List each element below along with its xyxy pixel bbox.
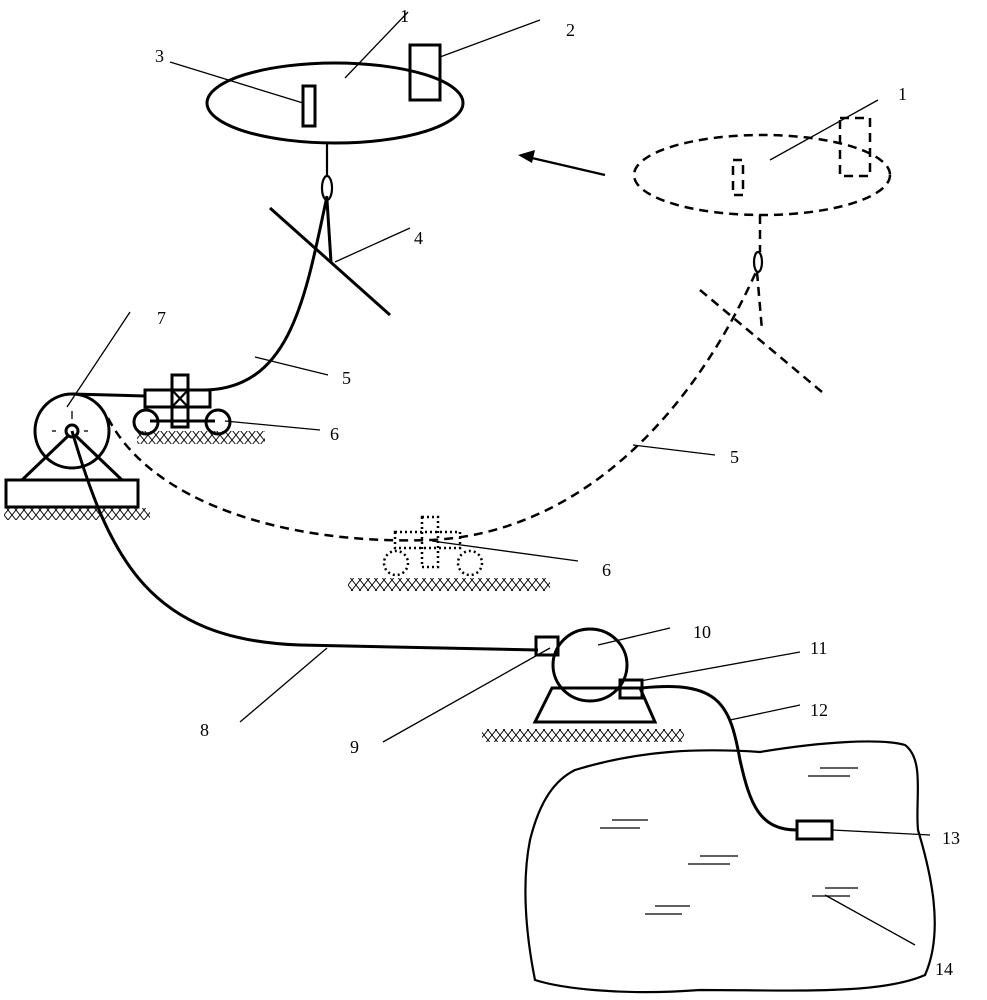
hose-8 [72, 431, 538, 650]
movement-arrow-icon [518, 150, 605, 175]
label-3: 3 [155, 46, 164, 66]
label-6: 6 [330, 424, 339, 444]
label-7: 7 [157, 308, 166, 328]
label-5-dashed: 5 [730, 447, 739, 467]
water-body [525, 741, 934, 992]
pump [482, 629, 684, 742]
label-14: 14 [935, 959, 953, 979]
kite-solid [270, 200, 390, 315]
label-6-dashed: 6 [602, 560, 611, 580]
label-12: 12 [810, 700, 828, 720]
label-4: 4 [414, 228, 423, 248]
label-11: 11 [810, 638, 827, 658]
component-3 [303, 86, 315, 126]
label-13: 13 [942, 828, 960, 848]
label-1: 1 [400, 6, 409, 26]
label-9: 9 [350, 737, 359, 757]
airship-dashed [634, 118, 890, 392]
label-10: 10 [693, 622, 711, 642]
airship-solid [207, 45, 463, 200]
label-1-dashed: 1 [898, 84, 907, 104]
intake-13 [797, 821, 832, 839]
hose-12 [642, 687, 797, 830]
vehicle-dashed [348, 517, 550, 591]
vehicle-solid [134, 375, 265, 444]
label-5: 5 [342, 368, 351, 388]
winch [4, 394, 150, 520]
cable-solid [205, 196, 327, 390]
label-8: 8 [200, 720, 209, 740]
leader-lines [67, 12, 930, 945]
label-2: 2 [566, 20, 575, 40]
